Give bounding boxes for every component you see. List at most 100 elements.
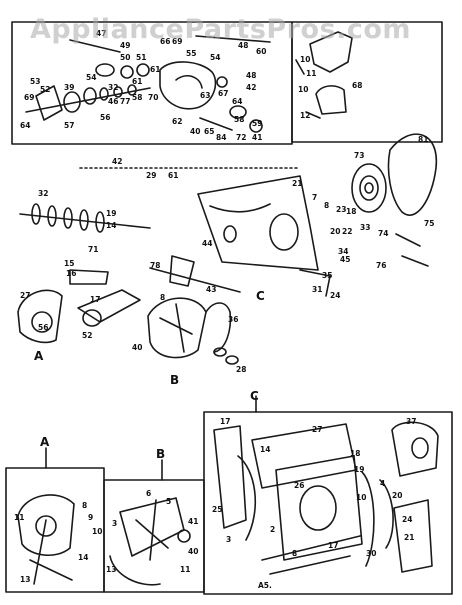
label-cc-15: 8 xyxy=(292,549,297,558)
label-mid-33: 28 xyxy=(236,365,246,374)
label-mid-24: 76 xyxy=(376,261,386,270)
label-mid-26: 31 xyxy=(312,285,322,294)
label-top-0: 47 xyxy=(96,29,106,38)
label-mid-3: 32 xyxy=(38,189,48,198)
chute-section-frame xyxy=(291,21,443,143)
label-mid-2: 61 xyxy=(168,171,178,180)
label-top-21: 64 xyxy=(232,97,242,106)
auger-paddle xyxy=(147,297,207,359)
footer-code: A5. xyxy=(258,581,272,590)
label-mid-17: 75 xyxy=(424,219,434,228)
label-top-13: 77 xyxy=(120,97,130,106)
callout-letter-c: C xyxy=(250,389,259,403)
label-top-35: 70 xyxy=(148,93,158,102)
label-top-9: 54 xyxy=(86,73,96,82)
label-top-36: 56 xyxy=(100,113,110,122)
label-cc-7: 14 xyxy=(260,445,270,454)
label-top-6: 55 xyxy=(186,49,196,58)
label-top-4: 51 xyxy=(136,53,146,62)
label-cb-1: 6 xyxy=(146,489,151,498)
label-mid-32: 36 xyxy=(228,315,238,324)
label-top-7: 54 xyxy=(210,53,220,62)
label-cb-3: 41 xyxy=(188,517,198,526)
label-ca-3: 10 xyxy=(92,527,102,536)
auger-shaft xyxy=(19,213,151,229)
label-cb-2: 5 xyxy=(166,497,171,506)
label-cc-5: 19 xyxy=(354,465,364,474)
label-mid-38: 52 xyxy=(82,331,92,340)
label-top-18: 62 xyxy=(172,117,182,126)
label-mid-22: 43 xyxy=(206,285,216,294)
label-top-19: 63 xyxy=(200,91,210,100)
label-mid-0: 42 xyxy=(112,157,122,166)
label-mid-21: 16 xyxy=(66,269,76,278)
label-cc-6: 4 xyxy=(380,479,385,488)
section-letter-b: B xyxy=(170,373,179,387)
label-top-15: 32 xyxy=(108,83,118,92)
label-top-38: 68 xyxy=(352,81,362,90)
label-mid-14: 22 xyxy=(342,227,352,236)
label-top-40: 11 xyxy=(306,69,316,78)
label-cc-4: 18 xyxy=(350,449,360,458)
label-mid-6: 7 xyxy=(312,193,317,202)
impeller xyxy=(169,255,195,287)
callout-letter-b: B xyxy=(156,447,165,461)
label-top-23: 59 xyxy=(252,119,262,128)
label-top-10: 52 xyxy=(40,85,50,94)
label-cc-11: 10 xyxy=(356,493,366,502)
label-cb-5: 13 xyxy=(106,565,116,574)
label-mid-12: 14 xyxy=(106,221,116,230)
label-cc-8: 20 xyxy=(392,491,402,500)
pulley xyxy=(351,163,387,213)
label-ca-5: 14 xyxy=(78,553,88,562)
label-cc-13: 30 xyxy=(366,549,376,558)
label-top-16: 64 xyxy=(20,121,30,130)
label-top-8: 53 xyxy=(30,77,40,86)
label-mid-11: 19 xyxy=(106,209,116,218)
label-top-42: 10 xyxy=(298,85,308,94)
auger-housing xyxy=(197,175,319,271)
label-top-28: 41 xyxy=(252,133,262,142)
label-top-30: 40 xyxy=(190,127,200,136)
label-top-12: 46 xyxy=(108,97,118,106)
label-top-24: 60 xyxy=(256,47,266,56)
label-top-17: 57 xyxy=(64,121,74,130)
label-top-11: 39 xyxy=(64,83,74,92)
callout-letter-a: A xyxy=(40,435,50,449)
label-mid-34: 40 xyxy=(132,343,142,352)
label-mid-8: 81 xyxy=(418,135,428,144)
label-mid-20: 78 xyxy=(150,261,160,270)
label-top-34: 61 xyxy=(132,77,142,86)
side-plate xyxy=(17,289,63,344)
gear-plate xyxy=(35,85,63,121)
label-mid-15: 33 xyxy=(360,223,370,232)
label-mid-5: 21 xyxy=(292,179,302,188)
label-ca-4: 13 xyxy=(20,575,30,584)
gearbox-housing xyxy=(159,61,217,110)
label-top-1: 49 xyxy=(120,41,130,50)
label-cb-0: 3 xyxy=(112,519,117,528)
drive-belt xyxy=(387,133,438,216)
part-number-labels: 47 49 48 50 51 61 55 54 53 54 52 39 46 7… xyxy=(14,29,434,590)
label-mid-4: 73 xyxy=(354,151,364,160)
label-cc-14: 2 xyxy=(270,525,275,534)
label-ca-2: 9 xyxy=(88,513,93,522)
label-cc-2: 37 xyxy=(406,417,416,426)
chute-assembly xyxy=(391,421,439,477)
label-mid-10: 18 xyxy=(346,207,356,216)
label-ca-1: 8 xyxy=(82,501,87,510)
label-top-29: 84 xyxy=(216,133,226,142)
label-top-5: 61 xyxy=(150,65,160,74)
label-top-20: 67 xyxy=(218,89,228,98)
label-top-41: 12 xyxy=(300,111,310,120)
watermark: AppliancePartsPros.com xyxy=(30,14,412,45)
label-mid-37: 8 xyxy=(160,293,165,302)
label-mid-27: 35 xyxy=(322,271,332,280)
section-letter-a: A xyxy=(34,349,44,363)
label-mid-19: 15 xyxy=(64,259,74,268)
label-cc-12: 17 xyxy=(328,541,338,550)
label-mid-28: 24 xyxy=(330,291,340,300)
label-ca-0: 11 xyxy=(14,513,24,522)
